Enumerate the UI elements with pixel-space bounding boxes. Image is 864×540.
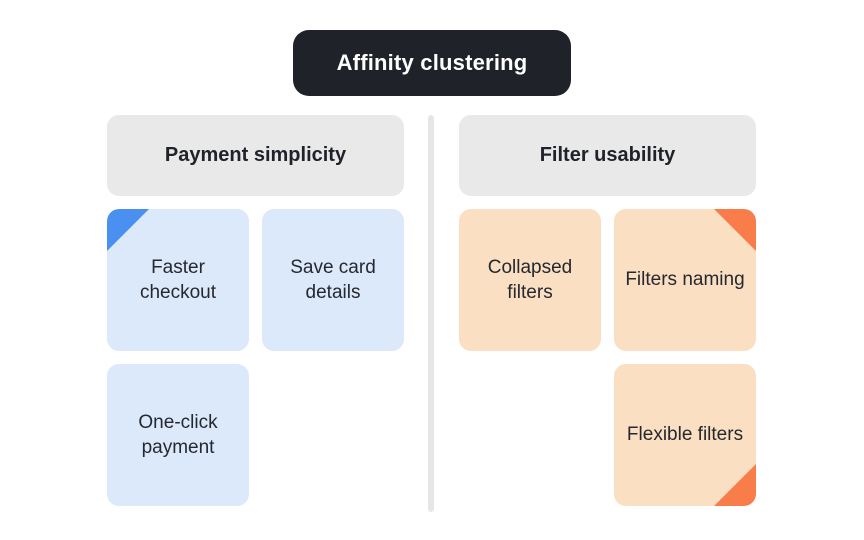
- note-slot: Flexible filters: [614, 364, 756, 506]
- note-slot: Collapsed filters: [459, 209, 601, 351]
- sticky-note-label: Save card details: [290, 256, 376, 303]
- sticky-note-label: Collapsed filters: [487, 256, 573, 303]
- note-slot: Faster checkout: [107, 209, 249, 351]
- note-slot: Filters naming: [614, 209, 756, 351]
- sticky-note-label: One-click payment: [138, 411, 218, 458]
- folded-corner-icon: [107, 209, 149, 251]
- sticky-note-faster-checkout[interactable]: Faster checkout: [107, 209, 249, 351]
- folded-corner-icon: [714, 209, 756, 251]
- column-divider: [428, 115, 434, 512]
- board-title-chip: Affinity clustering: [293, 30, 571, 96]
- cluster-column-payment-simplicity: Payment simplicity Faster checkout Save …: [107, 115, 404, 506]
- note-slot: Save card details: [262, 209, 404, 351]
- sticky-note-flexible-filters[interactable]: Flexible filters: [614, 364, 756, 506]
- sticky-note-one-click-payment[interactable]: One-click payment: [107, 364, 249, 506]
- sticky-note-label: Filters naming: [625, 269, 745, 291]
- cluster-header-label: Filter usability: [539, 144, 676, 166]
- sticky-note-save-card-details[interactable]: Save card details: [262, 209, 404, 351]
- sticky-note-collapsed-filters[interactable]: Collapsed filters: [459, 209, 601, 351]
- folded-corner-icon: [714, 464, 756, 506]
- board-title-label: Affinity clustering: [336, 50, 528, 75]
- notes-grid-left: Faster checkout Save card details One-cl…: [107, 209, 404, 506]
- cluster-header-filter-usability[interactable]: Filter usability: [459, 115, 756, 196]
- cluster-header-payment-simplicity[interactable]: Payment simplicity: [107, 115, 404, 196]
- cluster-header-label: Payment simplicity: [164, 144, 347, 166]
- sticky-note-label: Faster checkout: [139, 256, 217, 303]
- notes-grid-right: Collapsed filters Filters naming Flexibl…: [459, 209, 756, 506]
- sticky-note-label: Flexible filters: [626, 424, 744, 446]
- cluster-column-filter-usability: Filter usability Collapsed filters Filte…: [459, 115, 756, 506]
- sticky-note-filters-naming[interactable]: Filters naming: [614, 209, 756, 351]
- note-slot: One-click payment: [107, 364, 249, 506]
